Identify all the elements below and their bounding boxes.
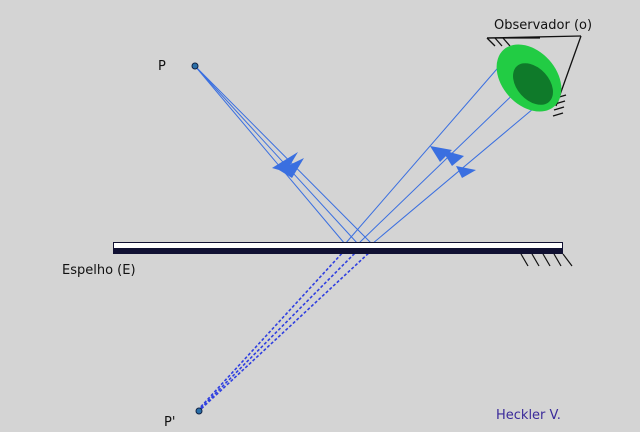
virtual-rays — [196, 249, 373, 412]
image-point-marker — [195, 407, 203, 415]
object-point-label: P — [158, 59, 166, 74]
eye-pupil — [513, 63, 553, 105]
observer — [486, 35, 582, 117]
reflected-ray-2 — [357, 79, 529, 245]
incident-rays — [194, 65, 373, 245]
reflected-ray-1 — [344, 61, 504, 245]
incident-ray-2 — [194, 65, 359, 245]
mirror — [113, 242, 563, 254]
incident-arrows — [272, 152, 304, 178]
reflected-arrow-3 — [456, 166, 476, 178]
incident-arrow-1 — [272, 152, 298, 172]
incident-arrow-2 — [279, 158, 304, 178]
mirror-reflective-face — [114, 243, 562, 248]
virtual-ray-1 — [196, 249, 346, 412]
reflected-arrows — [430, 146, 476, 178]
virtual-ray-3 — [200, 249, 373, 410]
reflected-arrow-1 — [430, 146, 452, 162]
incident-ray-1 — [194, 65, 346, 245]
incident-ray-3 — [194, 65, 373, 245]
mirror-label: Espelho (E) — [62, 263, 136, 278]
hatched-support-icon — [520, 253, 573, 267]
image-point-label: P' — [164, 415, 175, 430]
virtual-ray-2 — [198, 249, 359, 411]
observer-label: Observador (o) — [494, 18, 592, 33]
eye-icon — [496, 44, 562, 112]
author-credit: Heckler V. — [496, 408, 561, 423]
reflected-arrow-2 — [442, 150, 464, 166]
object-point-marker — [191, 62, 199, 70]
